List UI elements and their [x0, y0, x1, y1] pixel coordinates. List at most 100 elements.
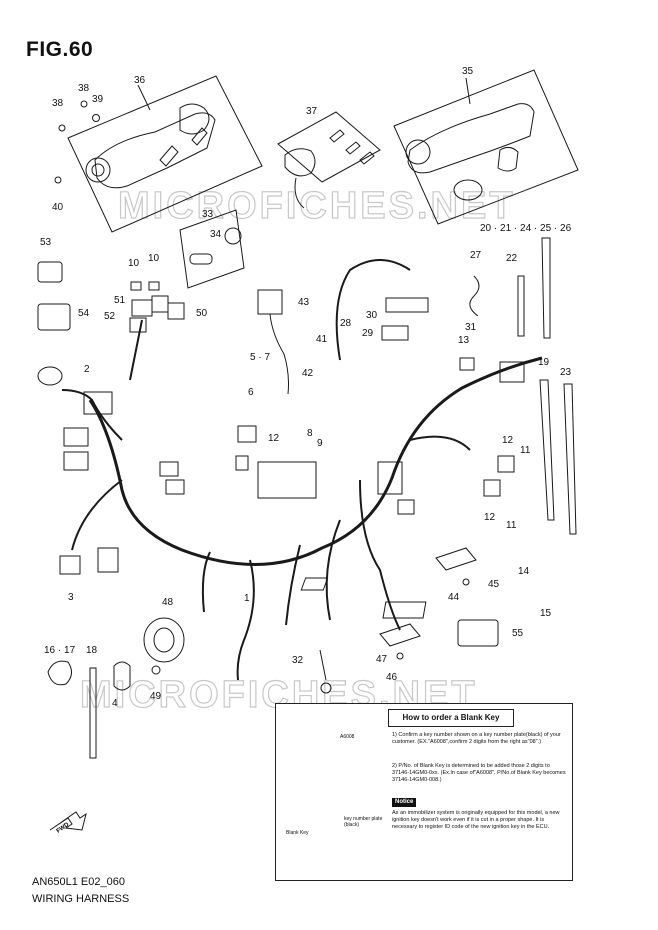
- callout-48: 48: [162, 597, 174, 608]
- lock-block-35: [497, 146, 519, 172]
- callout-30: 30: [366, 310, 378, 321]
- horn-48-inner: [153, 627, 175, 653]
- callout-47: 47: [376, 654, 388, 665]
- relay-53: [37, 261, 63, 283]
- connector-50a: [151, 295, 169, 313]
- callout-33: 33: [202, 209, 214, 220]
- fuel-cap-lock-35: [453, 179, 483, 201]
- harness-branch-right-down: [359, 479, 401, 631]
- callout-34: 34: [210, 229, 222, 240]
- callout-39: 39: [92, 94, 104, 105]
- callout-12c: 12: [484, 512, 496, 523]
- keys-37: [329, 129, 375, 165]
- key-plate-code: A6008: [340, 734, 355, 740]
- blank-key-label: Blank Key: [286, 830, 309, 836]
- notice-badge: Notice: [392, 798, 417, 807]
- bracket-29: [381, 325, 409, 341]
- callout-52: 52: [104, 311, 116, 322]
- leader-36: [137, 84, 151, 111]
- wire-37: [294, 177, 305, 209]
- ignition-switch-body: [94, 112, 216, 189]
- callout-51: 51: [114, 295, 126, 306]
- cable-tie-20-26: [541, 237, 551, 339]
- ignition-switch-box-36: [67, 75, 263, 233]
- callout-10a: 10: [128, 258, 140, 269]
- washer-39: [92, 114, 100, 122]
- cable-tie-19: [539, 379, 555, 521]
- figure-title: FIG.60: [26, 38, 94, 61]
- callout-12b: 12: [502, 435, 514, 446]
- connector-51: [131, 299, 153, 317]
- ignition-switch-box-35: [393, 69, 579, 225]
- ignition-keys-36: [159, 127, 208, 167]
- callout-2: 2: [84, 364, 90, 375]
- callout-42: 42: [302, 368, 314, 379]
- connector-center-1: [235, 455, 249, 471]
- connector-50b: [167, 302, 185, 320]
- connector-cluster-5: [165, 479, 185, 495]
- horn-48: [143, 617, 185, 663]
- callout-38b: 38: [52, 98, 64, 109]
- notice-text: As an immobilizer system is originally e…: [392, 810, 560, 830]
- junction-block: [257, 461, 317, 499]
- main-harness-trunk: [88, 356, 543, 566]
- screw-40: [54, 176, 62, 184]
- callout-44: 44: [448, 592, 460, 603]
- relay-12c: [483, 479, 501, 497]
- bracket-46: [379, 623, 421, 647]
- pad-15: [382, 601, 427, 619]
- key-plate-label: key number plate (black): [344, 816, 383, 828]
- watermark-top: MICROFICHES.NET: [118, 185, 516, 227]
- figure-name: WIRING HARNESS: [32, 893, 130, 905]
- harness-branch-lower-1: [201, 551, 211, 613]
- ignition-cylinder: [85, 157, 111, 183]
- bracket-44: [435, 547, 477, 571]
- callout-55: 55: [512, 628, 524, 639]
- callout-8: 8: [307, 428, 313, 439]
- callout-20-26: 20 · 21 · 24 · 25 · 26: [480, 223, 572, 234]
- harness-branch-right: [409, 435, 471, 451]
- fuse-10b: [148, 281, 160, 291]
- callout-50: 50: [196, 308, 208, 319]
- parts-outline-group: [37, 69, 579, 835]
- ignition-cylinder-35: [405, 139, 431, 165]
- figure-code: AN650L1 E02_060: [32, 876, 125, 888]
- screw-38b: [80, 100, 88, 108]
- blank-key-step-1: 1) Confirm a key number shown on a key n…: [392, 732, 561, 745]
- callout-35: 35: [462, 66, 474, 77]
- callout-14: 14: [518, 566, 530, 577]
- connector-52: [129, 317, 147, 333]
- blank-key-note-box: [275, 703, 573, 881]
- cable-tie-23: [563, 383, 577, 535]
- connector-right-3: [499, 361, 525, 383]
- ground-eyelet-32: [320, 682, 332, 694]
- connector-right-2: [397, 499, 415, 515]
- callout-18: 18: [86, 645, 98, 656]
- callout-10b: 10: [148, 253, 160, 264]
- callout-22: 22: [506, 253, 518, 264]
- fwd-arrow: [49, 811, 87, 831]
- screw-45: [462, 578, 470, 586]
- callout-28: 28: [340, 318, 352, 329]
- ignition-keyhole: [91, 163, 105, 177]
- clip-27: [469, 275, 480, 317]
- relay-54: [37, 303, 71, 331]
- cover-4: [113, 661, 131, 691]
- callout-11a: 11: [520, 445, 531, 456]
- ecm-55: [457, 619, 499, 647]
- connector-13: [459, 357, 475, 371]
- callout-38a: 38: [78, 83, 90, 94]
- callout-43: 43: [298, 297, 310, 308]
- lock-set-box-37: [277, 111, 381, 183]
- lock-cylinder-37: [284, 148, 316, 177]
- connector-cluster-2: [63, 427, 89, 447]
- wire-43: [269, 313, 289, 395]
- callout-32: 32: [292, 655, 304, 666]
- blank-key-step-2: 2) P/No. of Blank Key is determined to b…: [392, 763, 566, 783]
- cap-34: [224, 227, 242, 245]
- connector-cluster-4: [159, 461, 179, 477]
- grommet-2: [37, 366, 63, 386]
- callout-3: 3: [68, 592, 74, 603]
